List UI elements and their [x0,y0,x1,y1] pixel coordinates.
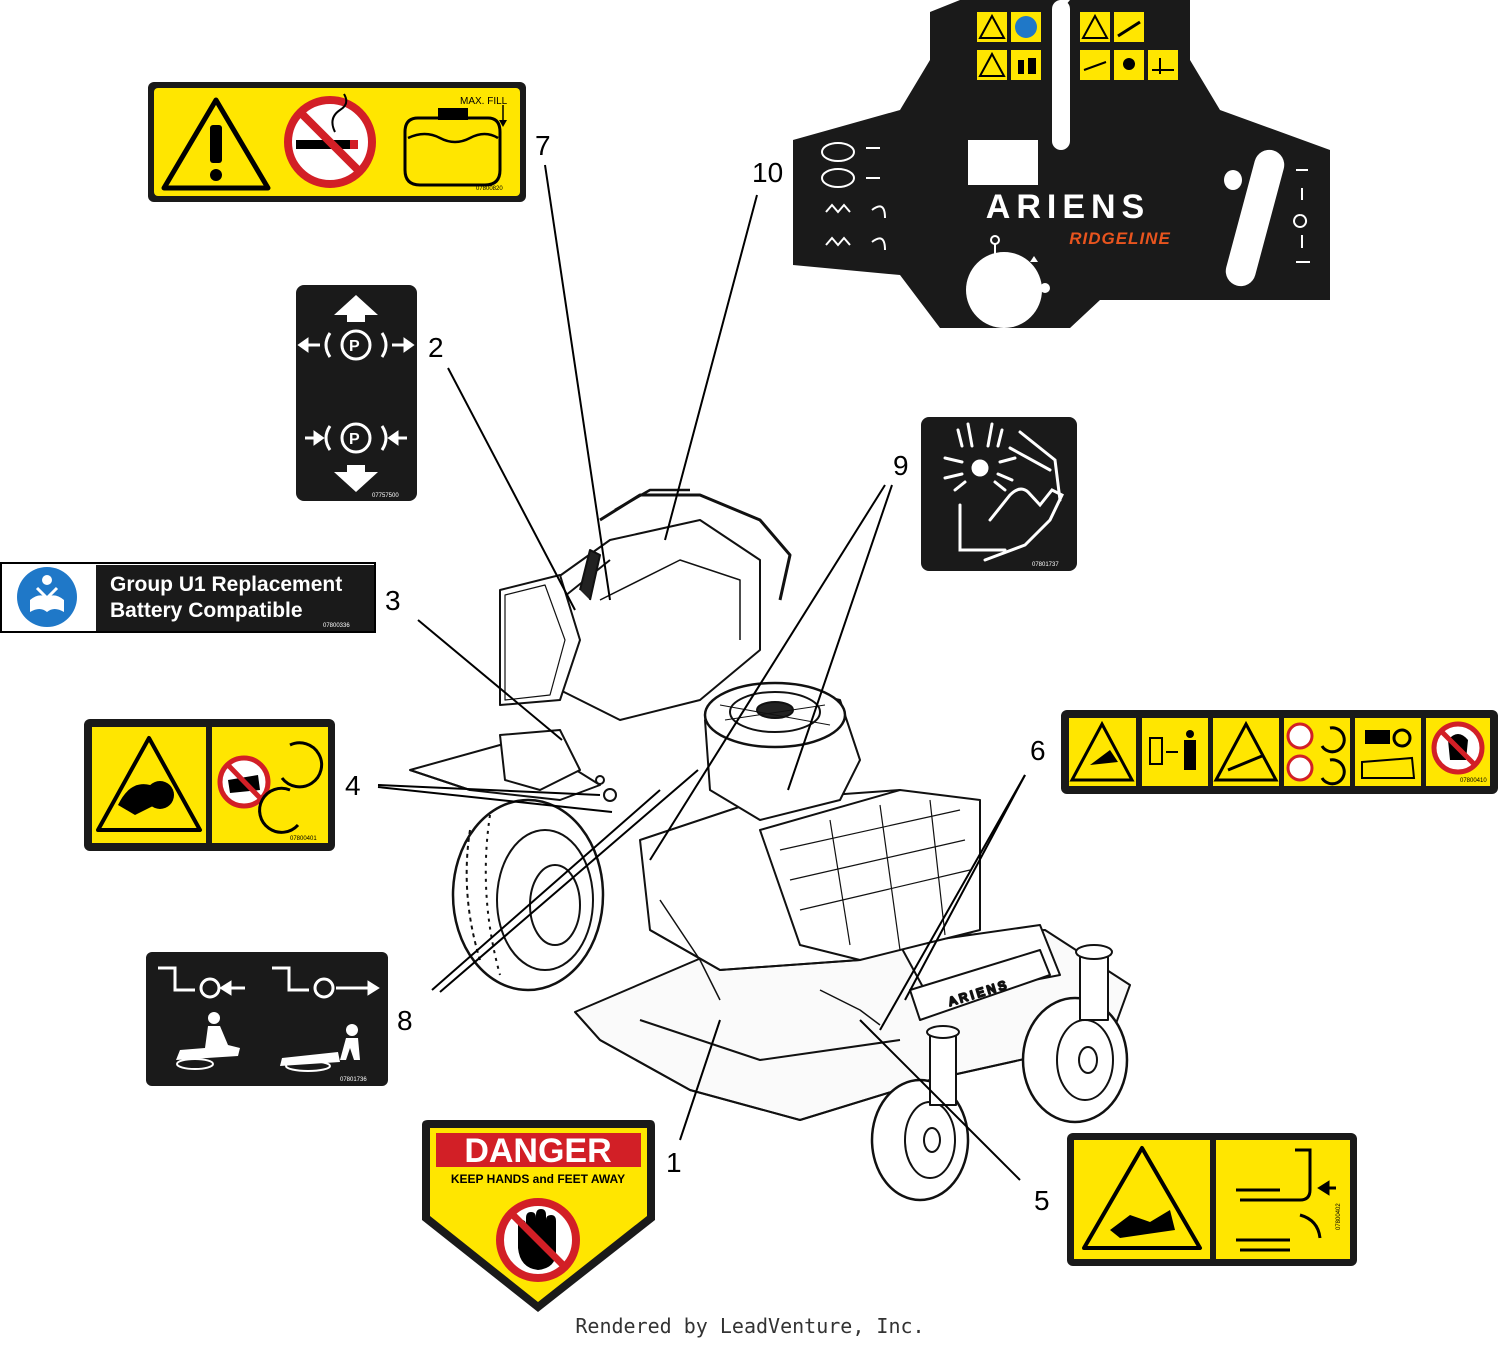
decal-fan-hand: 07801737 [921,417,1077,571]
blade-warning-icon [1082,1146,1202,1250]
decal-code: 07801736 [340,1077,367,1083]
footer-credit: Rendered by LeadVenture, Inc. [575,1314,925,1338]
decal-code: 07800402 [1336,1203,1342,1230]
decal-operator-position: 07801736 [146,952,388,1086]
callout-10: 10 [752,157,783,188]
lever-push-icon [272,966,380,999]
stander-icon [280,1024,360,1072]
decal-code: 07800410 [1460,778,1487,784]
callout-6: 6 [1030,735,1046,766]
brand-name: ARIENS [986,188,1150,226]
panel-no-hands-rotation [1284,718,1350,786]
callout-7: 7 [535,130,551,161]
decal-control-panel: ARIENS RIDGELINE [793,0,1330,328]
decal-battery: Group U1 Replacement Battery Compatible … [0,562,376,633]
entanglement-warning-icon [96,736,202,832]
model-name: RIDGELINE [1069,229,1171,248]
parking-brake-icon: P P [297,329,415,454]
deck-lift-icon [1236,1148,1336,1252]
panel-slope [1213,718,1279,786]
max-fill-label: MAX. FILL [460,96,508,107]
arrow-up-icon [334,295,378,322]
panel-no-step [1426,718,1490,786]
callout-4: 4 [345,770,361,801]
fuel-tank-icon [403,105,507,187]
control-top-icons [977,12,1178,80]
battery-line1: Group U1 Replacement [110,573,342,596]
decal-code: 07801737 [1032,562,1059,568]
leader-lines [377,164,1026,1181]
decal-belt-guard: 07800401 [84,719,335,851]
decal-code: 07800336 [323,623,350,629]
svg-text:P: P [349,431,360,448]
key-icon [990,235,1000,256]
no-hand-icon [496,1198,580,1282]
warning-icon [161,97,271,191]
callout-numbers: 7 10 2 3 4 6 9 8 1 5 [345,130,1050,1216]
panel-keep-distance [1142,718,1208,786]
fan-hand-icon [943,422,1064,562]
decal-fuel-warning: MAX. FILL 07800820 [148,82,526,202]
lever-pull-icon [158,966,245,999]
panel-key-removal [1355,718,1421,786]
callout-3: 3 [385,585,401,616]
control-side-icons [821,142,1310,263]
mower-illustration: ARIENS [409,488,1131,1202]
callout-8: 8 [397,1005,413,1036]
callout-1: 1 [666,1147,682,1178]
svg-text:P: P [349,338,360,355]
rider-icon [176,1012,240,1070]
no-hand-belt-icon [217,741,324,834]
danger-subtitle: KEEP HANDS and FEET AWAY [451,1172,625,1186]
panel-thrown-object [1069,718,1136,786]
decal-code: 07800820 [476,186,503,192]
decal-danger: DANGER KEEP HANDS and FEET AWAY [422,1120,655,1312]
battery-line2: Battery Compatible [110,599,303,622]
callout-9: 9 [893,450,909,481]
decal-parking-brake: P P 07757500 [296,285,417,501]
decal-code: 07800401 [290,836,317,842]
callout-5: 5 [1034,1185,1050,1216]
throttle-icon [1030,256,1050,293]
no-smoking-icon [284,93,376,188]
decal-code: 07757500 [372,493,399,499]
danger-title: DANGER [464,1132,611,1170]
arrow-down-icon [334,465,378,492]
read-manual-icon [17,567,77,627]
callout-2: 2 [428,332,444,363]
decal-blade-warning: 07800402 [1067,1133,1357,1266]
decal-deck-warning: 07800410 [1061,710,1498,794]
